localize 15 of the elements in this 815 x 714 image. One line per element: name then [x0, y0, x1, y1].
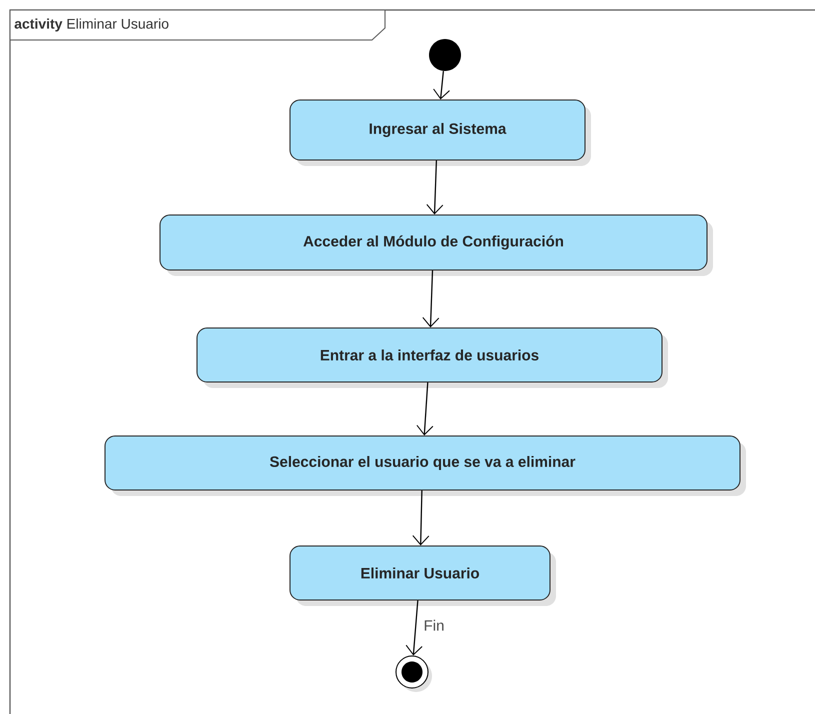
- arrow: [406, 600, 423, 656]
- action-box: Ingresar al Sistema: [290, 100, 591, 166]
- edge-label: Fin: [424, 620, 444, 631]
- arrow: [426, 160, 444, 214]
- arrow: [433, 71, 450, 100]
- arrow: [412, 490, 430, 546]
- frame-title-tab: activity Eliminar Usuario: [10, 10, 386, 40]
- final-node: [396, 656, 432, 692]
- action-box: Seleccionar el usuario que se va a eliminar: [104, 436, 746, 496]
- action-box: Entrar a la interfaz de usuarios: [196, 328, 668, 388]
- action-box: Eliminar Usuario: [290, 546, 556, 606]
- arrow: [416, 382, 434, 436]
- arrow: [422, 270, 440, 328]
- action-box: Acceder al Módulo de Configuración: [160, 214, 713, 276]
- initial-node: [429, 39, 461, 71]
